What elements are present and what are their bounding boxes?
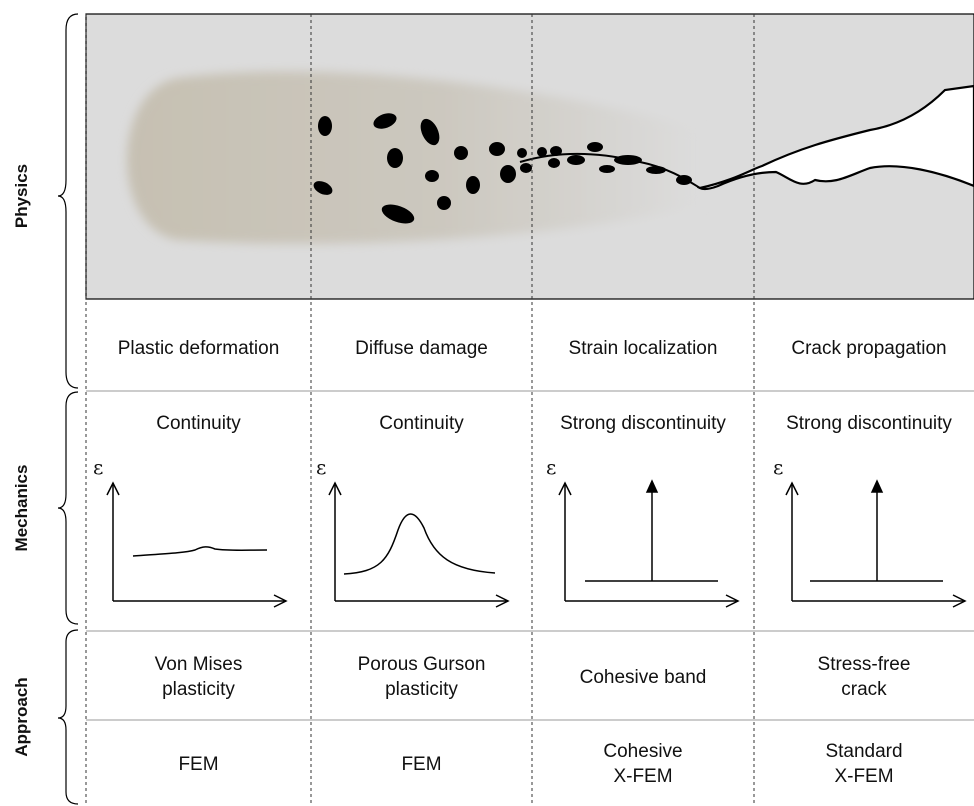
approach-bracket xyxy=(57,629,79,805)
strain-plot-crack xyxy=(785,479,967,608)
strain-plot-localization xyxy=(558,479,740,608)
localization-band xyxy=(519,152,701,189)
approach-method-diffuse: FEM xyxy=(401,753,442,775)
voids xyxy=(313,113,692,224)
plastic-zone xyxy=(127,71,700,244)
row-separators xyxy=(86,390,974,721)
continuity-label-diffuse: Continuity xyxy=(379,412,464,434)
approach-method-crack: Standard X-FEM xyxy=(825,741,903,787)
approach-model-plastic: Von Mises plasticity xyxy=(154,654,243,700)
continuity-label-plastic: Continuity xyxy=(156,412,241,434)
physics-label-localization: Strain localization xyxy=(568,337,718,359)
column-separators xyxy=(85,14,755,806)
physics-label-diffuse: Diffuse damage xyxy=(355,337,488,359)
strain-axis-label-localization: ε xyxy=(546,455,557,479)
strain-axis-label-plastic: ε xyxy=(93,455,104,479)
continuity-label-localization: Strong discontinuity xyxy=(560,412,726,434)
approach-model-diffuse: Porous Gurson plasticity xyxy=(357,654,486,700)
approach-model-crack: Stress-free crack xyxy=(817,654,911,700)
strain-axis-label-diffuse: ε xyxy=(316,455,327,479)
strain-plot-plastic xyxy=(106,481,288,608)
approach-method-plastic: FEM xyxy=(178,753,219,775)
physics-label-plastic: Plastic deformation xyxy=(117,337,280,359)
mechanics-bracket xyxy=(57,391,79,625)
continuity-label-crack: Strong discontinuity xyxy=(786,412,952,434)
approach-model-localization: Cohesive band xyxy=(579,666,707,688)
crack xyxy=(696,84,974,191)
strain-axis-label-crack: ε xyxy=(773,455,784,479)
physics-label-crack: Crack propagation xyxy=(791,337,947,359)
strain-plot-diffuse xyxy=(328,481,510,608)
physics-bracket xyxy=(57,13,79,389)
approach-method-localization: Cohesive X-FEM xyxy=(603,741,683,787)
